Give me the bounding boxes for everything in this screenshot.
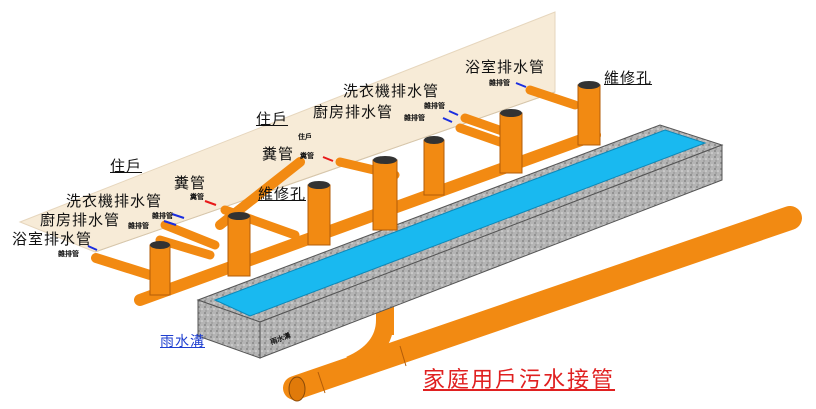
rain-gutter	[196, 124, 724, 359]
bath-small-label-right: 雜排管	[489, 79, 510, 87]
manhole-label-right: 維修孔	[604, 69, 653, 87]
kitchen-pipe-label-right: 廚房排水管	[313, 103, 394, 121]
riser	[423, 136, 445, 196]
kitchen-small-label-right: 雜排管	[404, 114, 425, 122]
risers	[149, 81, 601, 296]
riser	[149, 241, 171, 296]
riser	[227, 212, 251, 277]
kitchen-pipe-label-left: 廚房排水管	[40, 211, 121, 229]
laundry-pipe-label-left: 洗衣機排水管	[66, 192, 163, 210]
flow-arrows	[87, 82, 527, 251]
sewage-arrow	[322, 156, 334, 162]
greywater-arrow	[515, 82, 527, 88]
laundry-small-label-right: 雜排管	[424, 102, 445, 110]
household-label-left: 住戶	[110, 157, 143, 175]
manhole-label-mid: 維修孔	[258, 185, 307, 203]
sewage-arrow	[204, 200, 217, 206]
greywater-arrow	[171, 213, 185, 219]
laundry-pipe-label-right: 洗衣機排水管	[343, 82, 440, 100]
riser	[372, 156, 398, 231]
toilet-small-label-left: 糞管	[190, 193, 204, 201]
greywater-arrow	[448, 110, 459, 116]
bath-small-label-left: 雜排管	[58, 250, 79, 258]
kitchen-small-label-left: 雜排管	[128, 222, 149, 230]
toilet-pipe-label-right: 糞管	[262, 145, 295, 163]
household-small-label-right: 住戶	[298, 133, 312, 141]
bath-pipe-label-left: 浴室排水管	[12, 230, 93, 248]
diagram-title: 家庭用戶污水接管	[423, 368, 616, 393]
riser	[499, 109, 523, 174]
laundry-small-label-left: 雜排管	[152, 212, 173, 220]
gutter-water	[213, 129, 707, 317]
household-label-right: 住戶	[256, 110, 289, 128]
toilet-small-label-right: 糞管	[300, 152, 314, 160]
rain-gutter-label: 雨水溝	[160, 334, 205, 350]
riser	[307, 181, 331, 246]
bath-pipe-label-right: 浴室排水管	[465, 58, 546, 76]
greywater-arrow	[87, 245, 98, 251]
greywater-arrow	[163, 220, 177, 226]
toilet-pipe-label-left: 糞管	[174, 174, 207, 192]
riser	[577, 81, 601, 146]
greywater-arrow	[442, 117, 453, 123]
